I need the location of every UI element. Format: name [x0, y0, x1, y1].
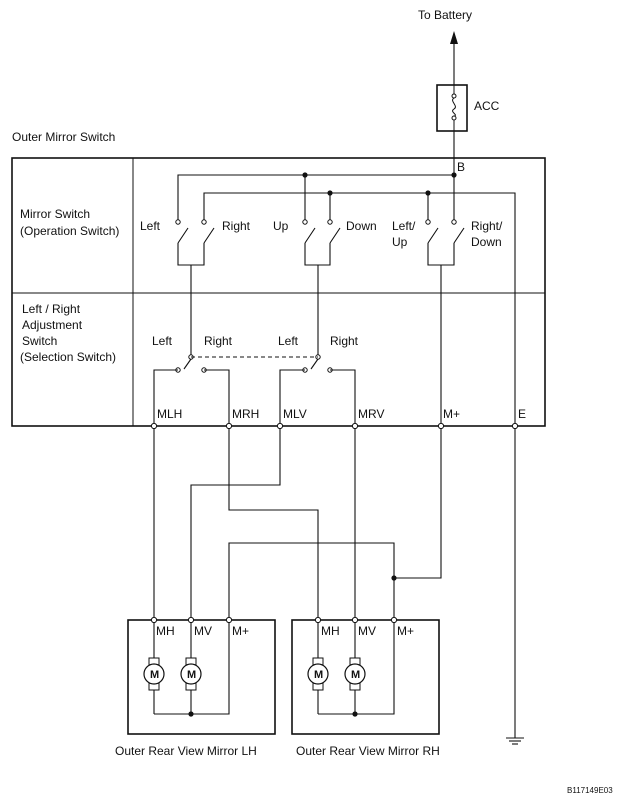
selection-switch-a	[153, 354, 230, 426]
mirror-lh-mh: MH	[156, 624, 175, 638]
operation-switch-left-right	[175, 219, 215, 355]
terminal-mplus: M+	[443, 407, 460, 421]
svg-text:(Operation Switch): (Operation Switch)	[20, 224, 119, 238]
mirror-rh-mh: MH	[321, 624, 340, 638]
e-bus	[203, 190, 516, 426]
terminal-mlv: MLV	[283, 407, 307, 421]
mirror-switch-label: Mirror Switch (Operation Switch)	[20, 207, 119, 238]
svg-text:M: M	[351, 669, 360, 681]
fuse-box	[436, 84, 468, 132]
mirror-lh-terminals	[150, 616, 233, 624]
terminal-mrv: MRV	[358, 407, 384, 421]
selection-switch-label: Left / Right Adjustment Switch (Selectio…	[20, 302, 116, 364]
terminal-e: E	[518, 407, 526, 421]
figure-code: B117149E03	[567, 786, 613, 795]
label-right-a: Right	[204, 334, 233, 348]
operation-switch-up-down	[302, 219, 341, 355]
label-left-b: Left	[278, 334, 299, 348]
switch-terminal-dots	[150, 422, 519, 430]
external-wiring	[153, 428, 442, 620]
label-right: Right	[222, 219, 251, 233]
svg-text:(Selection Switch): (Selection Switch)	[20, 350, 116, 364]
mirror-rh-motor-h-icon: M	[307, 657, 329, 691]
label-down: Down	[346, 219, 377, 233]
svg-text:Right/: Right/	[471, 219, 503, 233]
mirror-rh-mplus: M+	[397, 624, 414, 638]
label-right-b: Right	[330, 334, 359, 348]
label-left-a: Left	[152, 334, 173, 348]
b-terminal-label: B	[457, 160, 465, 174]
b-bus	[177, 172, 457, 222]
mirror-lh-label: Outer Rear View Mirror LH	[115, 744, 257, 758]
svg-text:Switch: Switch	[22, 334, 57, 348]
label-left-up: Left/ Up	[392, 219, 416, 249]
svg-text:Adjustment: Adjustment	[22, 318, 83, 332]
mirror-lh-motor-v-icon: M	[180, 657, 202, 691]
mirror-lh-mv: MV	[194, 624, 212, 638]
mirror-rh-terminals	[314, 616, 398, 624]
ground-icon	[506, 428, 524, 745]
mirror-lh-motor-h-icon: M	[143, 657, 165, 691]
label-left: Left	[140, 219, 161, 233]
terminal-mrh: MRH	[232, 407, 259, 421]
mirror-lh-wiring	[153, 622, 230, 717]
label-right-down: Right/ Down	[471, 219, 503, 249]
mirror-rh-wiring	[317, 622, 395, 717]
svg-text:M: M	[187, 669, 196, 681]
svg-text:M: M	[150, 669, 159, 681]
mirror-rh-mv: MV	[358, 624, 376, 638]
svg-text:Up: Up	[392, 235, 408, 249]
mirror-lh-mplus: M+	[232, 624, 249, 638]
fuse-icon	[451, 85, 457, 131]
svg-text:Left/: Left/	[392, 219, 416, 233]
mirror-rh-label: Outer Rear View Mirror RH	[296, 744, 440, 758]
fuse-label: ACC	[474, 99, 500, 113]
svg-text:Mirror Switch: Mirror Switch	[20, 207, 90, 221]
mirror-rh-motor-v-icon: M	[344, 657, 366, 691]
operation-switch-common	[425, 219, 465, 426]
switch-title: Outer Mirror Switch	[12, 130, 115, 144]
battery-label: To Battery	[418, 8, 472, 22]
svg-text:M: M	[314, 669, 323, 681]
label-up: Up	[273, 219, 289, 233]
mirror-lh-box	[127, 619, 276, 735]
switch-body	[11, 157, 546, 427]
svg-text:Left / Right: Left / Right	[22, 302, 81, 316]
battery-arrow	[450, 31, 458, 85]
mirror-rh-box	[291, 619, 440, 735]
svg-text:Down: Down	[471, 235, 502, 249]
terminal-mlh: MLH	[157, 407, 182, 421]
